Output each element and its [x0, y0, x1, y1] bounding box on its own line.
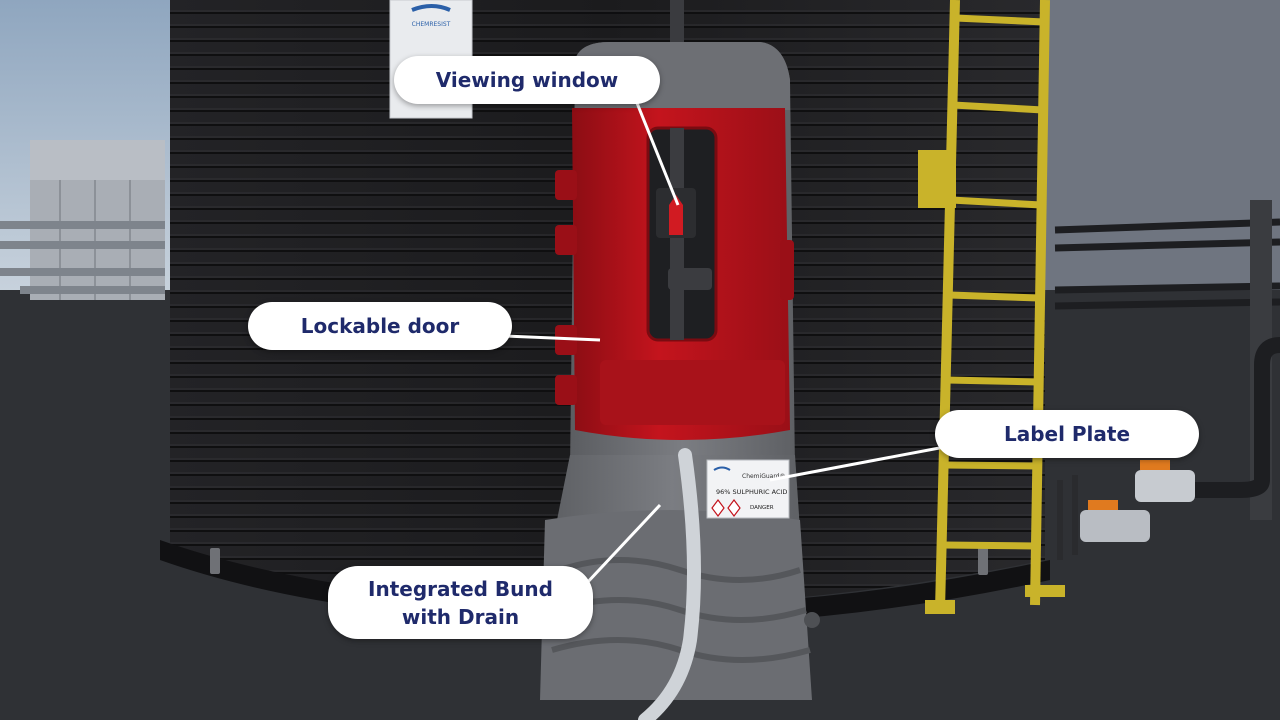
- background-building: [0, 140, 165, 300]
- right-pipework: [1054, 200, 1280, 560]
- callout-leaders: [504, 97, 951, 587]
- label-plate-graphic: ChemiGuard® 96% SULPHURIC ACID DANGER: [706, 459, 790, 519]
- plate-contents: 96% SULPHURIC ACID: [716, 488, 787, 496]
- leader-integrated-bund: [583, 503, 662, 587]
- ladder: [918, 0, 1065, 614]
- callout-lockable-door: Lockable door: [248, 302, 512, 350]
- callout-label-plate: Label Plate: [935, 410, 1199, 458]
- drain-hose: [638, 448, 701, 720]
- leader-viewing-window: [633, 97, 680, 206]
- plate-warning: DANGER: [750, 505, 774, 511]
- callout-integrated-bund: Integrated Bund with Drain: [328, 566, 593, 639]
- callout-viewing-window: Viewing window: [394, 56, 660, 104]
- leader-label-plate: [769, 444, 951, 482]
- leader-lockable-door: [504, 334, 601, 342]
- sign-brand: CHEMRESIST: [412, 21, 451, 28]
- viewing-window: [646, 126, 718, 342]
- plate-brand: ChemiGuard®: [742, 473, 786, 480]
- vent-pipe: [670, 0, 684, 45]
